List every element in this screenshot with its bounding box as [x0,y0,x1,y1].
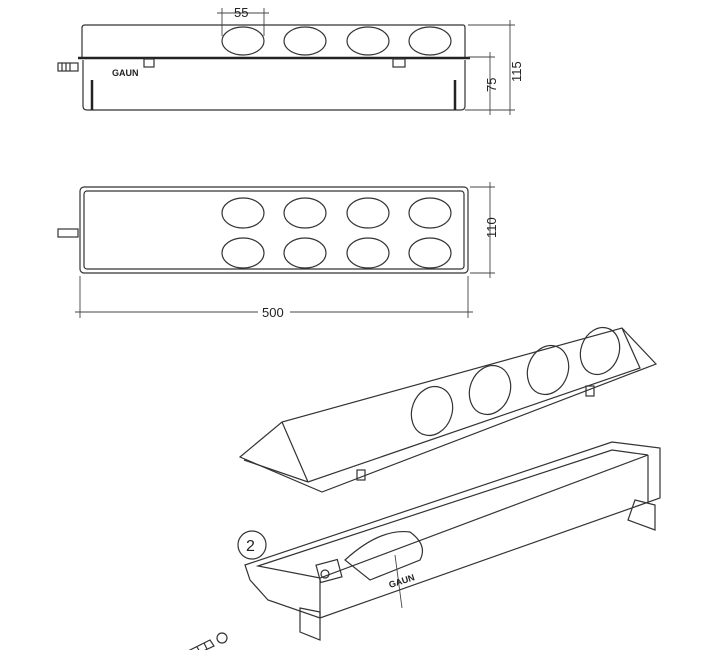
brand-label-iso: GAUN [388,572,416,590]
svg-text:110: 110 [484,217,499,238]
svg-text:115: 115 [509,61,524,82]
top-view: 110 500 [57,182,499,320]
svg-text:55: 55 [234,5,248,20]
hose-connector [57,62,79,72]
side-holes [221,26,452,56]
brand-label: GAUN [112,68,139,78]
top-holes [221,197,452,269]
svg-text:500: 500 [262,305,284,320]
side-view: GAUN 55 115 75 [57,5,524,115]
iso-lid [238,326,658,493]
iso-tray: GAUN 2 [188,441,661,650]
hose-fitting [188,632,228,650]
callout-2: 2 [237,530,267,560]
dim-55: 55 [217,5,269,36]
svg-text:75: 75 [484,78,499,92]
svg-text:2: 2 [246,538,255,555]
dim-115-75: 115 75 [465,20,524,115]
